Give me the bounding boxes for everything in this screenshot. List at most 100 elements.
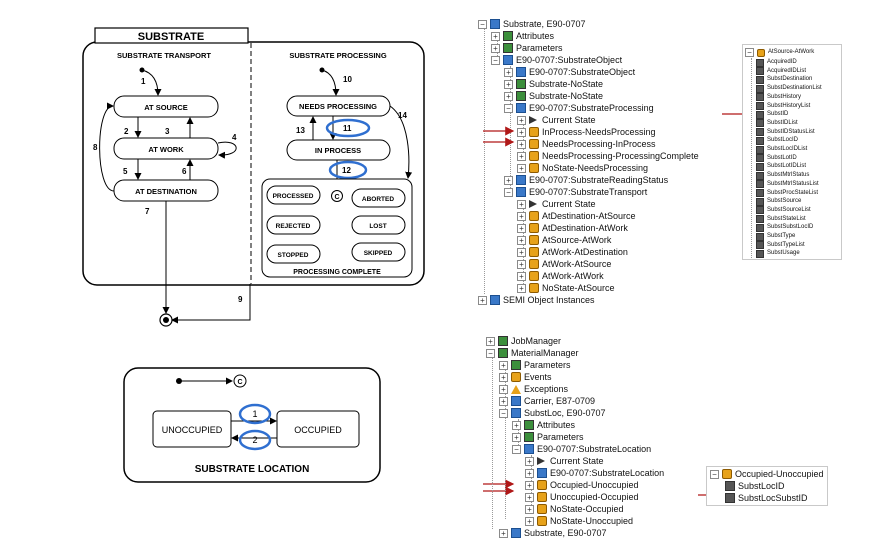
expand-icon[interactable]: + xyxy=(517,163,526,173)
tree-node-nostate-unoccupied[interactable]: +NoState-Unoccupied xyxy=(525,515,633,527)
tree-node-nostate-occupied[interactable]: +NoState-Occupied xyxy=(525,503,624,515)
tree-node-atwork-atwork[interactable]: +AtWork-AtWork xyxy=(517,270,604,282)
tree-node-substrate[interactable]: −Substrate, E90-0707 xyxy=(478,18,586,30)
expand-icon[interactable]: + xyxy=(517,223,526,233)
tree-node-atwork-atdestination[interactable]: +AtWork-AtDestination xyxy=(517,246,628,258)
collapse-icon[interactable]: − xyxy=(491,55,500,65)
loc-item[interactable]: SubstLocSubstID xyxy=(725,492,808,504)
tree-node-current-state[interactable]: +Current State xyxy=(525,455,604,467)
collapse-icon[interactable]: − xyxy=(504,103,513,113)
tree-node-substrate-location[interactable]: −E90-0707:SubstrateLocation xyxy=(512,443,651,455)
tree-node-substrate-transport[interactable]: −E90-0707:SubstrateTransport xyxy=(504,186,647,198)
attr-item[interactable]: SubstDestinationList xyxy=(756,83,822,94)
attr-item[interactable]: SubstLotID xyxy=(756,153,797,164)
attr-item[interactable]: AcquiredID xyxy=(756,57,797,68)
expand-icon[interactable]: + xyxy=(499,396,508,406)
attr-item[interactable]: SubstDestination xyxy=(756,74,812,85)
tree-node-parameters[interactable]: +Parameters xyxy=(491,42,563,54)
expand-icon[interactable]: + xyxy=(499,372,508,382)
collapse-icon[interactable]: − xyxy=(710,469,719,479)
expand-icon[interactable]: + xyxy=(517,139,526,149)
expand-icon[interactable]: + xyxy=(525,516,534,526)
tree-node-occupied-unoccupied[interactable]: +Occupied-Unoccupied xyxy=(525,479,639,491)
attr-item[interactable]: SubstHistory xyxy=(756,92,801,103)
expand-icon[interactable]: + xyxy=(525,492,534,502)
loc-header[interactable]: −Occupied-Unoccupied xyxy=(710,468,824,480)
attr-item[interactable]: SubstStateList xyxy=(756,214,806,225)
attr-item[interactable]: SubstTypeList xyxy=(756,240,805,251)
expand-icon[interactable]: + xyxy=(525,456,534,466)
tree-node-atdestination-atsource[interactable]: +AtDestination-AtSource xyxy=(517,210,636,222)
expand-icon[interactable]: + xyxy=(517,127,526,137)
tree-node-nostate-2[interactable]: +Substrate-NoState xyxy=(504,90,603,102)
tree-node-current-state-2[interactable]: +Current State xyxy=(517,198,596,210)
expand-icon[interactable]: + xyxy=(512,420,521,430)
attr-item[interactable]: SubstType xyxy=(756,231,795,242)
tree-node-nostate-atsource[interactable]: +NoState-AtSource xyxy=(517,282,615,294)
tree-node-substrate-object[interactable]: −E90-0707:SubstrateObject xyxy=(491,54,622,66)
attr-item[interactable]: SubstID xyxy=(756,109,788,120)
tree-node-carrier[interactable]: +Carrier, E87-0709 xyxy=(499,395,595,407)
expand-icon[interactable]: + xyxy=(504,175,513,185)
expand-icon[interactable]: + xyxy=(517,283,526,293)
tree-node-atdestination-atwork[interactable]: +AtDestination-AtWork xyxy=(517,222,628,234)
tree-node-atsource-atwork[interactable]: +AtSource-AtWork xyxy=(517,234,611,246)
expand-icon[interactable]: + xyxy=(491,43,500,53)
expand-icon[interactable]: + xyxy=(512,432,521,442)
tree-node-attributes[interactable]: +Attributes xyxy=(491,30,554,42)
tree-node-attributes[interactable]: +Attributes xyxy=(512,419,575,431)
expand-icon[interactable]: + xyxy=(517,115,526,125)
attr-item[interactable]: SubstLocIDList xyxy=(756,144,807,155)
expand-icon[interactable]: + xyxy=(525,480,534,490)
attr-item[interactable]: SubstUsage xyxy=(756,248,800,259)
tree-node-substrate-object-child[interactable]: +E90-0707:SubstrateObject xyxy=(504,66,635,78)
tree-node-substloc[interactable]: −SubstLoc, E90-0707 xyxy=(499,407,606,419)
attr-header[interactable]: −AtSource-AtWork xyxy=(745,47,814,58)
expand-icon[interactable]: + xyxy=(517,247,526,257)
attr-item[interactable]: SubstIDStatusList xyxy=(756,127,815,138)
collapse-icon[interactable]: − xyxy=(486,348,495,358)
tree-node-unoccupied-occupied[interactable]: +Unoccupied-Occupied xyxy=(525,491,639,503)
attr-item[interactable]: SubstMtrlStatusList xyxy=(756,179,819,190)
tree-node-parameters-2[interactable]: +Parameters xyxy=(512,431,584,443)
tree-node-substrate[interactable]: +Substrate, E90-0707 xyxy=(499,527,607,539)
expand-icon[interactable]: + xyxy=(517,211,526,221)
expand-icon[interactable]: + xyxy=(499,360,508,370)
attr-item[interactable]: SubstHistoryList xyxy=(756,101,810,112)
collapse-icon[interactable]: − xyxy=(478,19,487,29)
attr-item[interactable]: SubstIDList xyxy=(756,118,798,129)
expand-icon[interactable]: + xyxy=(504,91,513,101)
attr-item[interactable]: SubstMtrlStatus xyxy=(756,170,809,181)
tree-node-inprocess-needsprocessing[interactable]: +InProcess-NeedsProcessing xyxy=(517,126,656,138)
tree-node-needsprocessing-inprocess[interactable]: +NeedsProcessing-InProcess xyxy=(517,138,656,150)
expand-icon[interactable]: + xyxy=(517,151,526,161)
expand-icon[interactable]: + xyxy=(491,31,500,41)
attr-item[interactable]: SubstSubstLocID xyxy=(756,222,813,233)
expand-icon[interactable]: + xyxy=(525,468,534,478)
tree-node-jobmanager[interactable]: +JobManager xyxy=(486,335,561,347)
attr-item[interactable]: SubstLocID xyxy=(756,135,798,146)
tree-node-nostate-1[interactable]: +Substrate-NoState xyxy=(504,78,603,90)
loc-item[interactable]: SubstLocID xyxy=(725,480,785,492)
attr-item[interactable]: SubstProcStateList xyxy=(756,188,818,199)
tree-node-reading-status[interactable]: +E90-0707:SubstrateReadingStatus xyxy=(504,174,668,186)
expand-icon[interactable]: + xyxy=(504,79,513,89)
attr-item[interactable]: AcquiredIDList xyxy=(756,66,806,77)
tree-node-substrate-location-child[interactable]: +E90-0707:SubstrateLocation xyxy=(525,467,664,479)
expand-icon[interactable]: + xyxy=(499,528,508,538)
tree-node-semi-object-instances[interactable]: +SEMI Object Instances xyxy=(478,294,595,306)
tree-node-atwork-atsource[interactable]: +AtWork-AtSource xyxy=(517,258,611,270)
collapse-icon[interactable]: − xyxy=(512,444,521,454)
attr-item[interactable]: SubstSourceList xyxy=(756,205,811,216)
tree-node-materialmanager[interactable]: −MaterialManager xyxy=(486,347,579,359)
collapse-icon[interactable]: − xyxy=(499,408,508,418)
tree-node-events[interactable]: +Events xyxy=(499,371,552,383)
attr-item[interactable]: SubstSource xyxy=(756,196,801,207)
expand-icon[interactable]: + xyxy=(486,336,495,346)
tree-node-nostate-needsprocessing[interactable]: +NoState-NeedsProcessing xyxy=(517,162,648,174)
expand-icon[interactable]: + xyxy=(517,271,526,281)
collapse-icon[interactable]: − xyxy=(745,48,754,57)
expand-icon[interactable]: + xyxy=(517,259,526,269)
expand-icon[interactable]: + xyxy=(517,235,526,245)
collapse-icon[interactable]: − xyxy=(504,187,513,197)
